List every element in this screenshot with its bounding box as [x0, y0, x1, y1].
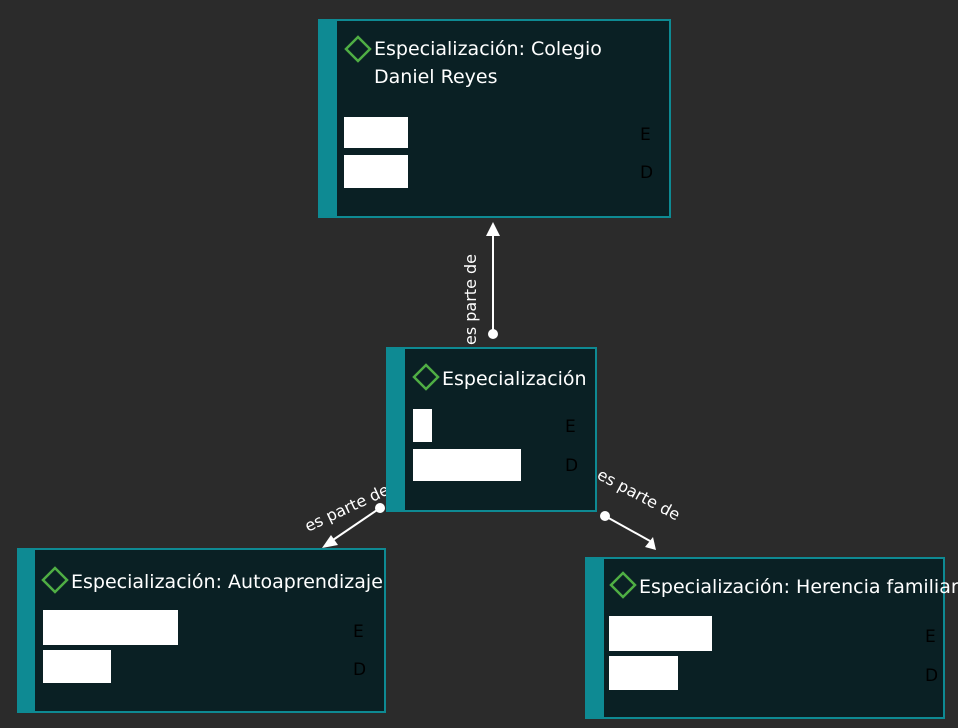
diamond-icon [609, 571, 637, 599]
node-accent-stripe [388, 349, 405, 510]
node-title: Especialización: Autoaprendizaje [71, 571, 383, 593]
label-d: D [353, 660, 367, 680]
diamond-icon [344, 35, 372, 63]
node-accent-stripe [19, 550, 35, 711]
arrow-right-icon [645, 537, 656, 550]
edge-start-dot [600, 511, 610, 521]
arrow-left-icon [322, 535, 338, 548]
node-title: Especialización: Colegio Daniel Reyes [374, 38, 602, 88]
edge-center-to-left[interactable]: es parte de [302, 480, 393, 548]
edge-start-dot [375, 503, 385, 513]
redacted-bar [43, 610, 178, 645]
redacted-bar [413, 409, 432, 442]
redacted-bar [609, 656, 678, 690]
edge-center-to-right[interactable]: es parte de [594, 465, 683, 550]
edge-center-to-top[interactable]: es parte de [461, 222, 500, 345]
redacted-bar [344, 155, 408, 188]
redacted-bar [344, 117, 408, 148]
node-herencia-familiar[interactable]: Especialización: Herencia familiar E D [585, 557, 958, 719]
node-colegio-daniel-reyes[interactable]: Especialización: Colegio Daniel Reyes E … [318, 19, 671, 218]
edge-label-top: es parte de [461, 254, 480, 345]
node-accent-stripe [587, 559, 604, 717]
node-title: Especialización: Herencia familiar [639, 576, 958, 598]
diamond-icon [412, 363, 440, 391]
label-e: E [353, 622, 364, 642]
redacted-bar [609, 616, 712, 651]
arrow-up-icon [486, 222, 500, 236]
node-autoaprendizaje[interactable]: Especialización: Autoaprendizaje E D [17, 548, 386, 713]
label-e: E [925, 627, 936, 647]
redacted-bar [43, 650, 111, 683]
node-title: Especialización [442, 368, 587, 390]
redacted-bar [413, 449, 521, 481]
label-e: E [565, 417, 576, 437]
label-e: E [640, 125, 651, 145]
label-d: D [925, 666, 939, 686]
label-d: D [565, 456, 579, 476]
node-accent-stripe [320, 21, 337, 216]
label-d: D [640, 163, 654, 183]
edge-start-dot [488, 329, 498, 339]
node-especializacion[interactable]: Especialización E D [386, 347, 597, 512]
diamond-icon [41, 566, 69, 594]
